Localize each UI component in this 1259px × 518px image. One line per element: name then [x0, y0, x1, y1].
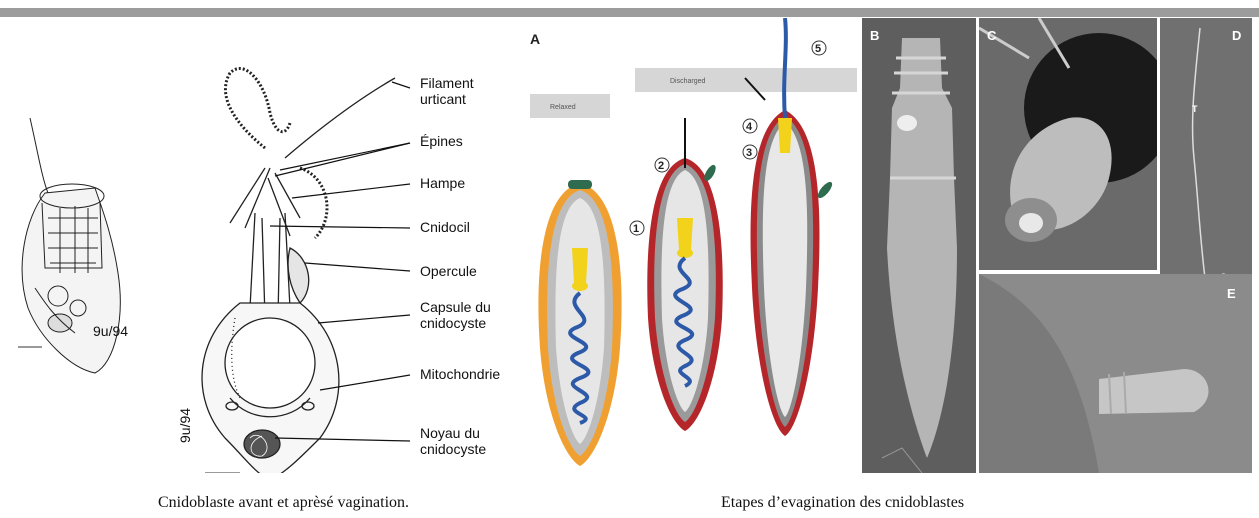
panel-letter-b: B — [870, 28, 879, 43]
step-1: 1 — [633, 223, 639, 235]
large-cnidoblast-drawing — [202, 69, 395, 473]
panel-letter-e: E — [1227, 286, 1236, 301]
signature-small: 9u/94 — [93, 323, 128, 339]
stage-relaxed: Relaxed — [550, 104, 576, 111]
panel-letter-d: D — [1232, 28, 1241, 43]
caption-right: Etapes d’evagination des cnidoblastes — [721, 494, 964, 512]
evagination-schematic: A Relaxed Discharged — [520, 18, 866, 473]
panel-letter-c: C — [987, 28, 996, 43]
label-epines: Épines — [420, 133, 463, 149]
sem-image-e: E — [979, 274, 1252, 473]
step-2: 2 — [658, 160, 664, 172]
cnidoblast-drawing: 9u/94 9u/94 — [0, 18, 520, 473]
step-5: 5 — [815, 43, 821, 55]
label-hampe: Hampe — [420, 175, 465, 191]
step-4: 4 — [746, 121, 753, 133]
sem-image-c: C — [979, 18, 1157, 270]
stage-discharged: Discharged — [670, 78, 706, 85]
label-cnidocil: Cnidocil — [420, 219, 470, 235]
panel-letter-a: A — [530, 31, 540, 47]
caption-left: Cnidoblaste avant et aprèsé vagination. — [158, 494, 409, 512]
label-mitochondrie: Mitochondrie — [420, 366, 500, 382]
cnidoblast-drawing-panel: 9u/94 9u/94 — [0, 18, 520, 473]
step-3: 3 — [746, 147, 752, 159]
sem-label-t: T — [1192, 104, 1198, 114]
sem-image-d: D T C — [1160, 18, 1252, 313]
top-divider-bar — [0, 8, 1259, 17]
sem-image-b: B — [862, 18, 976, 473]
label-opercule: Opercule — [420, 263, 477, 279]
evagination-schematic-panel: A Relaxed Discharged — [520, 18, 866, 473]
capsule-relaxed — [538, 180, 621, 466]
signature-large: 9u/94 — [177, 408, 193, 443]
